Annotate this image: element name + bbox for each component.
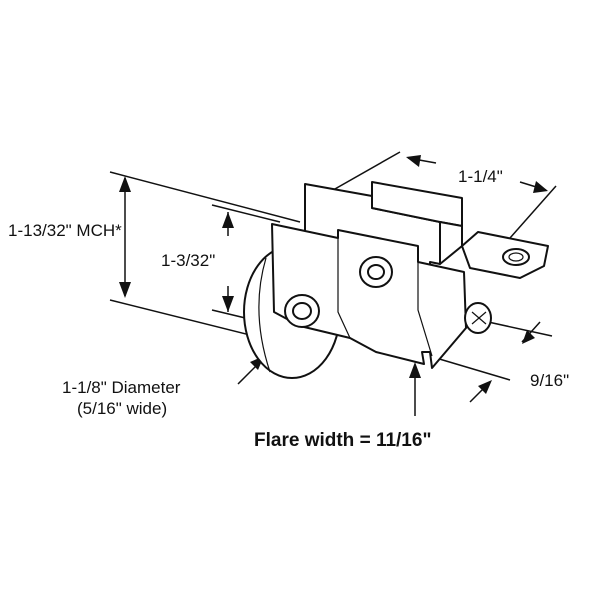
overall-height-top-extension: [109, 171, 301, 223]
housing-fold-line: [337, 238, 351, 339]
depth-arrow-upper: [522, 330, 535, 344]
inner-height-dimension: [211, 204, 281, 323]
depth-arrow-lower: [478, 380, 492, 394]
wheel-edge-highlight: [258, 257, 271, 373]
flange-hole: [502, 248, 530, 266]
depth-label: 9/16": [530, 371, 569, 390]
top-width-right-extension: [509, 185, 557, 239]
overall-height-bottom-extension: [109, 299, 263, 339]
overall-height-label: 1-13/32" MCH*: [8, 221, 122, 240]
rear-axle-hub: [367, 264, 385, 280]
inner-height-top-extension: [211, 204, 281, 223]
roller-assembly: [243, 181, 549, 379]
flare-leader-arrow: [409, 362, 421, 378]
inner-height-arrow-bottom: [222, 296, 234, 312]
screw-slot-2: [471, 311, 487, 325]
adjustment-screw: [464, 302, 492, 334]
wheel-width-label: (5/16" wide): [77, 399, 167, 418]
inner-height-label: 1-3/32": [161, 251, 215, 270]
overall-height-arrow-top: [119, 176, 131, 192]
top-width-arrow-right: [533, 181, 548, 193]
back-side-wall: [439, 221, 463, 265]
front-axle-hub: [292, 302, 312, 320]
inner-height-arrow-top: [222, 212, 234, 228]
depth-bottom-extension: [435, 357, 511, 381]
front-housing: [271, 223, 467, 369]
housing-side-fold: [417, 262, 433, 357]
flare-width-label: Flare width = 11/16": [254, 430, 431, 451]
top-width-label: 1-1/4": [458, 167, 503, 186]
diameter-label: 1-1/8" Diameter: [62, 378, 181, 397]
top-width-arrow-left: [406, 155, 421, 167]
flange-hole-inner: [508, 252, 524, 262]
overall-height-arrow-bottom: [119, 282, 131, 298]
overall-height-dimension: [109, 171, 301, 339]
flare-leader: [409, 362, 421, 416]
